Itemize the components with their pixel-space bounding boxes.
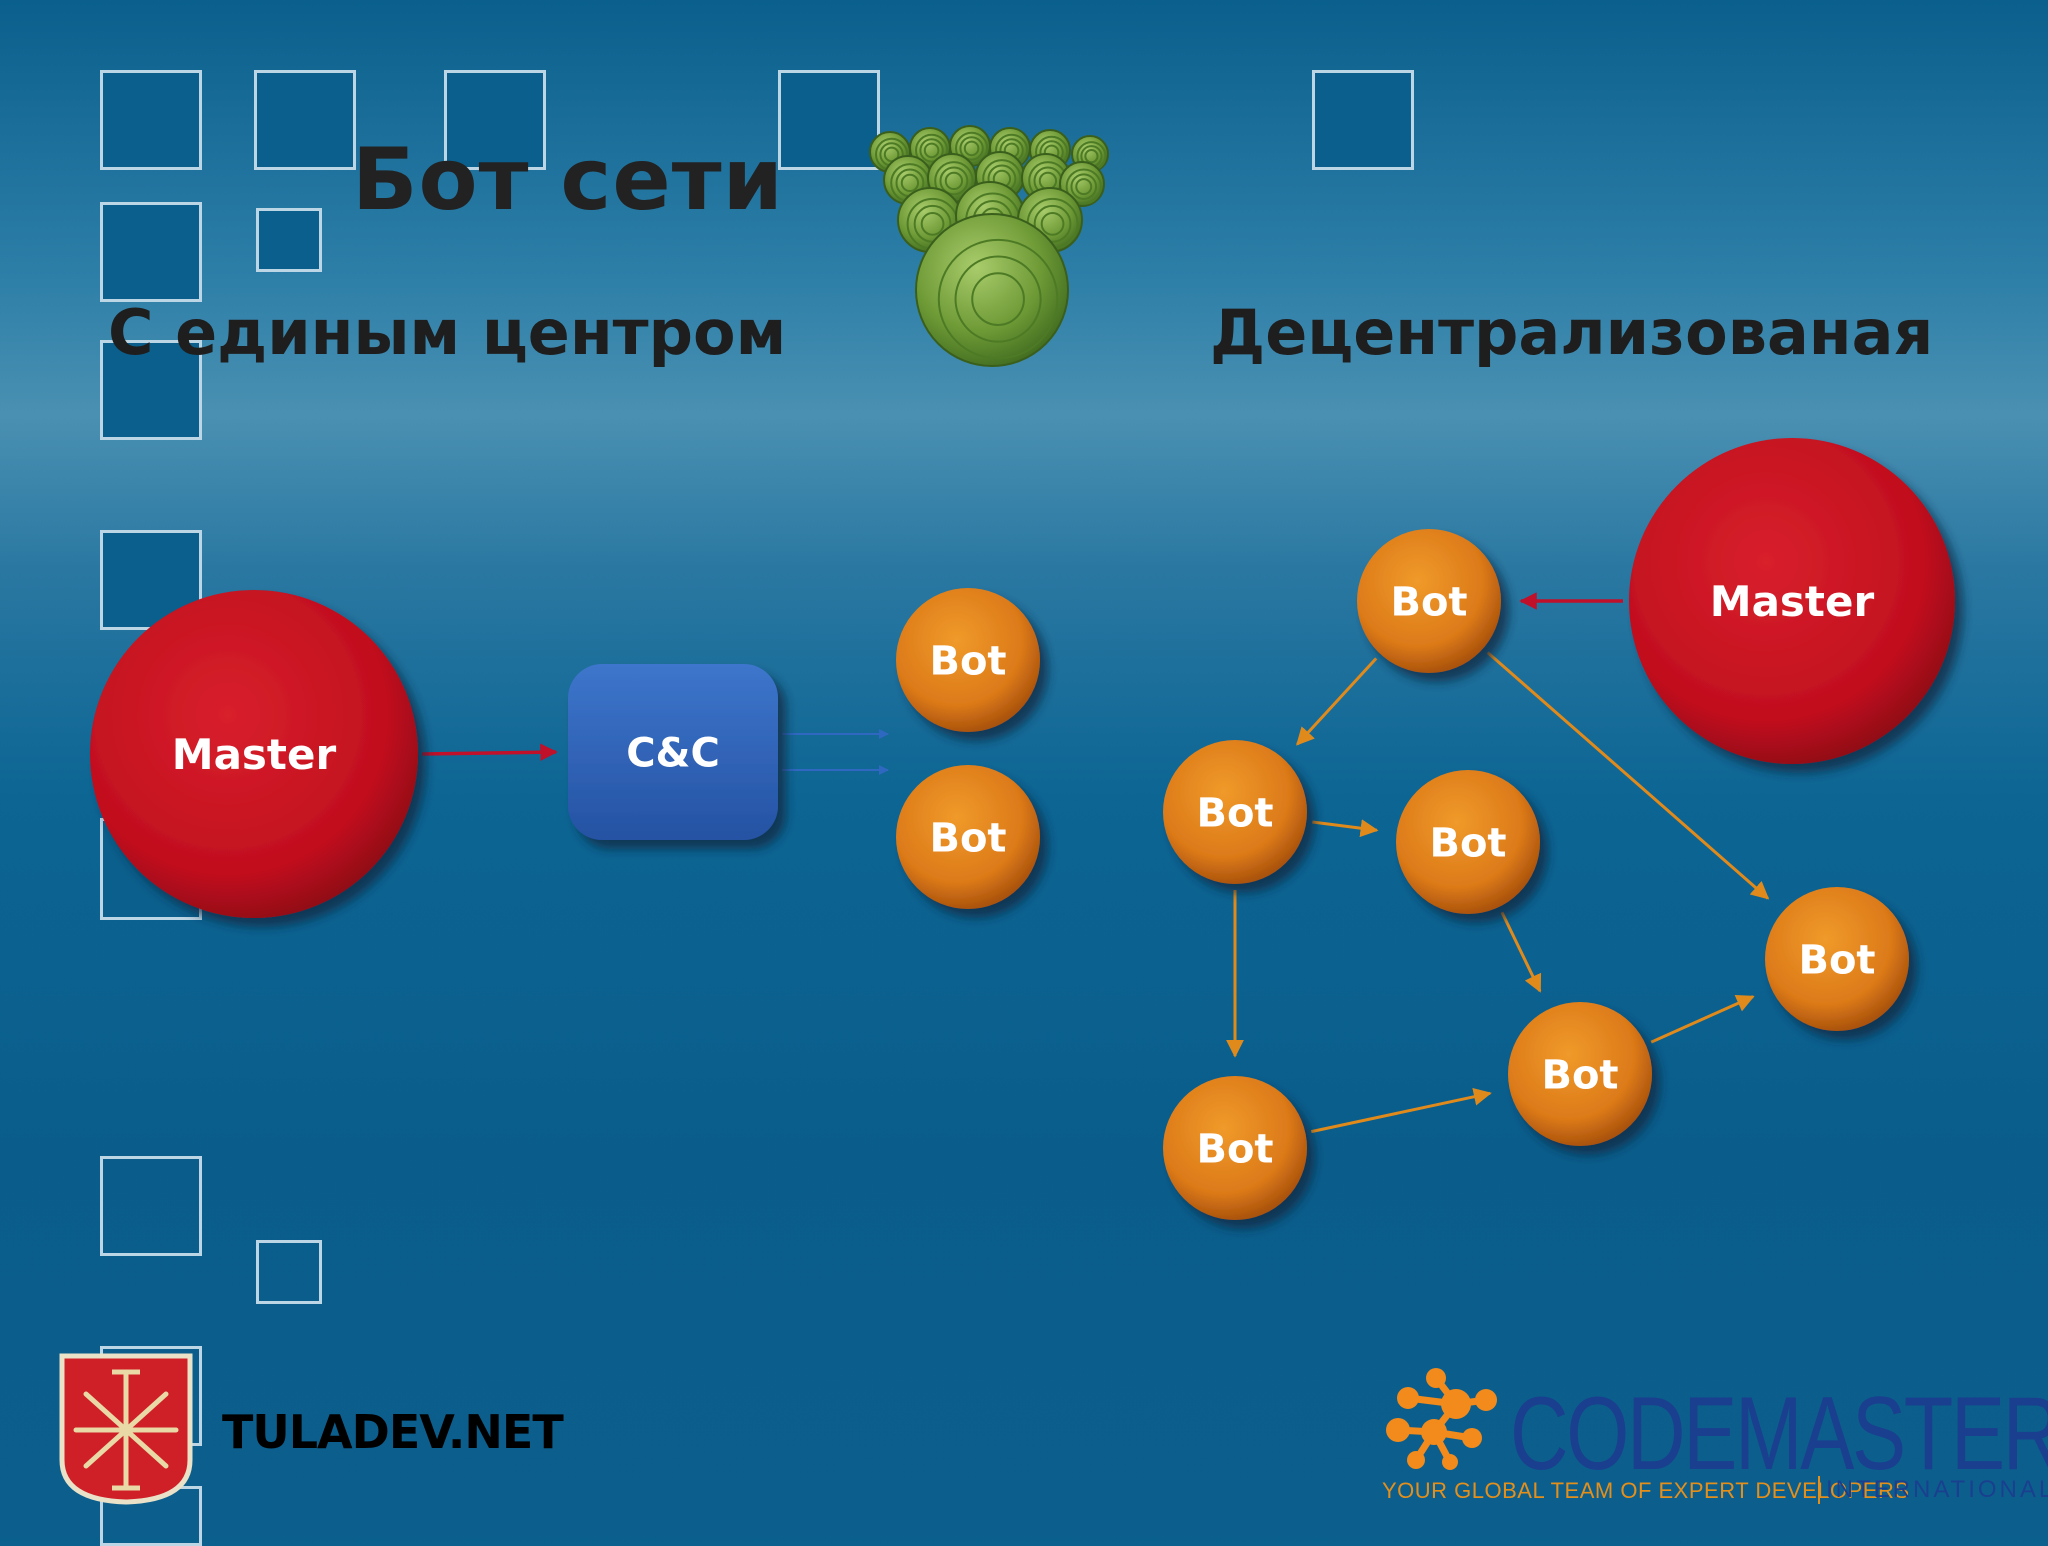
decentralized-bot-node: Bot [1357, 529, 1501, 673]
decentralized-master-node: Master [1629, 438, 1955, 764]
centralized-bot-shape [896, 588, 1040, 732]
decentralized-bot-label: Bot [1541, 1052, 1618, 1098]
decentralized-bot-node: Bot [1163, 1076, 1307, 1220]
decentralized-bot-node: Bot [1163, 740, 1307, 884]
centralized-bot-label: Bot [929, 815, 1006, 861]
decentralized-master-label: Master [1710, 577, 1875, 626]
decentralized-edge-arrow [1312, 819, 1379, 838]
codemasters-logo-text: CODEMASTERS [1510, 1376, 2048, 1492]
decentralized-bot-node: Bot [1396, 770, 1540, 914]
bubble-ring [900, 173, 920, 193]
centralized-master-label: Master [172, 730, 337, 779]
bubble-ring [944, 171, 964, 191]
decor-square [100, 202, 202, 302]
decentralized-heading: Децентрализованая [1210, 296, 1934, 369]
decentralized-edge-arrow [1296, 657, 1378, 746]
decentralized-bot-label: Bot [1429, 820, 1506, 866]
decentralized-bot-node: Bot [1508, 1002, 1652, 1146]
centralized-edge-arrow [421, 743, 558, 761]
centralized-bot-node: Bot [896, 765, 1040, 909]
codemasters-tagline: YOUR GLOBAL TEAM OF EXPERT DEVELOPERS [1382, 1478, 1910, 1503]
decentralized-bot-shape [1163, 740, 1307, 884]
decor-square [100, 70, 202, 170]
bubble-ring [1075, 178, 1093, 196]
slide-title: Бот сети [352, 130, 784, 230]
decor-square [778, 70, 880, 170]
centralized-bot-shape [896, 765, 1040, 909]
bubble-ring [1084, 149, 1099, 164]
centralized-server-node: C&C [568, 664, 778, 840]
centralized-master-shape [90, 590, 418, 918]
bubble-ring [919, 138, 944, 163]
bubble-ring [1065, 168, 1102, 205]
bubble-ring [920, 211, 945, 236]
decentralized-bot-node: Bot [1765, 887, 1909, 1031]
bubble-ring [963, 140, 980, 157]
bubble-ring [971, 272, 1025, 326]
tula-coat-of-arms-icon [59, 1353, 193, 1505]
decentralized-bot-shape [1396, 770, 1540, 914]
bubble-ring [1070, 173, 1098, 200]
decentralized-bot-shape [1765, 887, 1909, 1031]
centralized-heading: С единым центром [108, 296, 787, 369]
bubble-ring [959, 136, 984, 161]
decentralized-edge-arrow [1500, 911, 1542, 993]
decentralized-bot-shape [1508, 1002, 1652, 1146]
decentralized-master-shape [1629, 438, 1955, 764]
centralized-master-node: Master [90, 590, 418, 918]
decentralized-bot-label: Bot [1196, 1126, 1273, 1172]
decentralized-edge-arrow [1486, 651, 1770, 900]
decor-square [100, 1156, 202, 1256]
decentralized-bot-shape [1163, 1076, 1307, 1220]
decentralized-bot-label: Bot [1390, 579, 1467, 625]
decentralized-bot-shape [1357, 529, 1501, 673]
centralized-bot-label: Bot [929, 638, 1006, 684]
decor-square [256, 208, 322, 272]
decor-square [254, 70, 356, 170]
decentralized-bot-label: Bot [1798, 937, 1875, 983]
bubble-ring [937, 238, 1059, 360]
decor-square [100, 340, 202, 440]
decentralized-edge-arrow [1310, 1087, 1492, 1134]
bubble-ring [954, 255, 1042, 343]
bubble-ring [923, 142, 940, 159]
decentralized-bot-label: Bot [1196, 790, 1273, 836]
centralized-bot-node: Bot [896, 588, 1040, 732]
decor-square [444, 70, 546, 170]
decor-square [1312, 70, 1414, 170]
tuladev-logo-text: TULADEV.NET [222, 1405, 564, 1459]
centralized-server-label: C&C [626, 730, 720, 776]
codemasters-suffix: INTERNATIONAL [1818, 1476, 2048, 1504]
centralized-server-shape [568, 664, 778, 840]
bubble-ring [939, 166, 969, 196]
decor-square [256, 1240, 322, 1304]
bubble-ring [1040, 211, 1065, 236]
bubble-cluster-icon [869, 125, 1109, 367]
decentralized-edge-arrow [1650, 994, 1755, 1044]
codemasters-molecule-icon [1386, 1368, 1497, 1470]
bubble-ring [1033, 204, 1072, 243]
